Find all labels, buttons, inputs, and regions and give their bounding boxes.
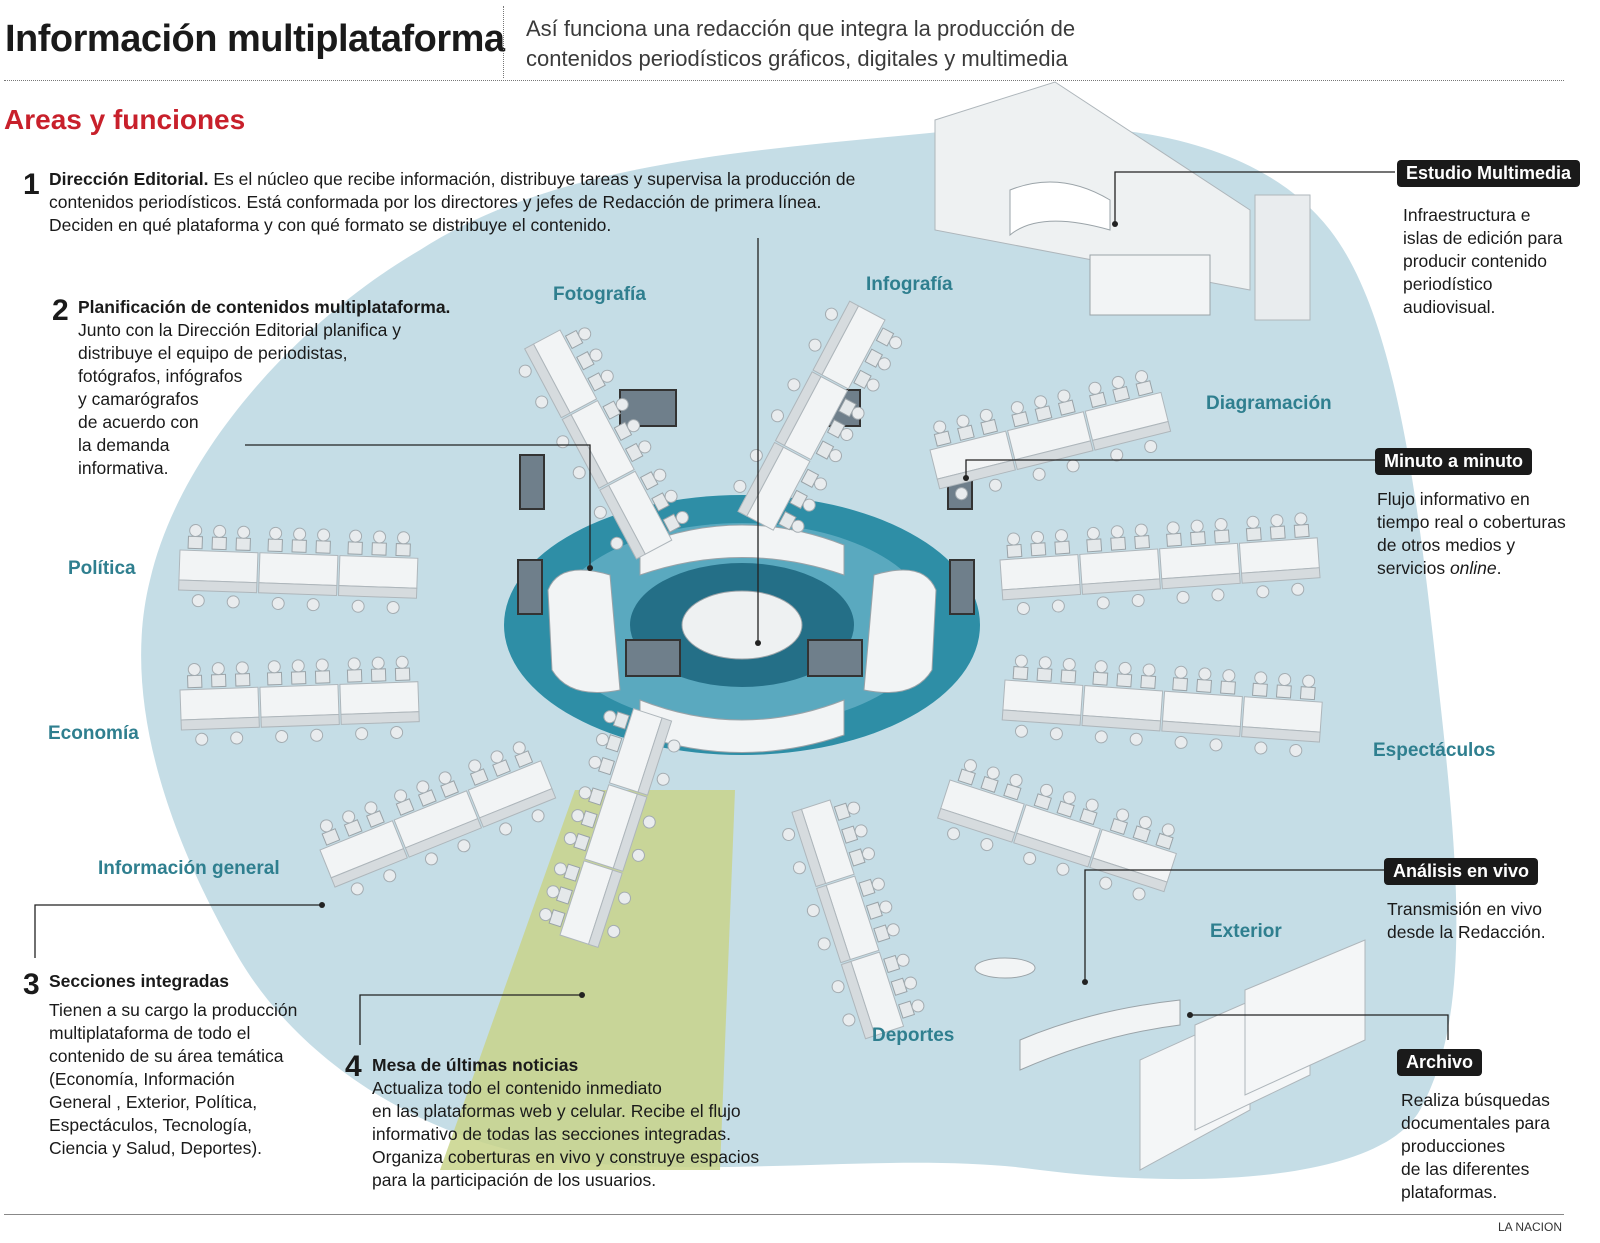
item-3-line: Ciencia y Salud, Deportes). bbox=[49, 1138, 263, 1158]
item-2-line: de acuerdo con bbox=[78, 412, 199, 432]
desc-line-suffix: . bbox=[1496, 558, 1502, 578]
footer-rule bbox=[4, 1214, 1564, 1215]
item-3-line: contenido de su área temática bbox=[49, 1046, 284, 1066]
area-label-fotografia: Fotografía bbox=[553, 284, 646, 305]
item-3-line: (Economía, Información bbox=[49, 1069, 235, 1089]
area-label-infografia: Infografía bbox=[866, 274, 953, 295]
item-2-line: distribuye el equipo de periodistas, bbox=[78, 343, 348, 363]
item-2-number: 2 bbox=[52, 294, 69, 327]
item-3-line: multiplataforma de todo el bbox=[49, 1023, 251, 1043]
item-2-line: informativa. bbox=[78, 458, 169, 478]
item-4-line: informativo de todas las secciones integ… bbox=[372, 1124, 731, 1144]
area-label-economia: Economía bbox=[48, 723, 139, 744]
desc-line: plataformas. bbox=[1401, 1182, 1498, 1202]
archive-shelves bbox=[1139, 939, 1366, 1171]
desc-line: producir contenido bbox=[1403, 251, 1547, 271]
desc-archivo: Realiza búsquedas documentales para prod… bbox=[1401, 1089, 1591, 1204]
desc-line-prefix: servicios bbox=[1377, 558, 1450, 578]
item-2-block: Planificación de contenidos multiplatafo… bbox=[78, 296, 498, 480]
item-3-heading: Secciones integradas bbox=[49, 971, 229, 991]
leader-3 bbox=[34, 904, 320, 958]
subtitle-line-2: contenidos periodísticos gráficos, digit… bbox=[526, 46, 1068, 71]
desc-line: Flujo informativo en bbox=[1377, 489, 1530, 509]
subtitle-line-1: Así funciona una redacción que integra l… bbox=[526, 16, 1076, 41]
header-rule bbox=[4, 80, 1564, 81]
desc-line: tiempo real o coberturas bbox=[1377, 512, 1566, 532]
item-3-number: 3 bbox=[23, 968, 40, 1001]
desc-estudio-multimedia: Infraestructura e islas de edición para … bbox=[1403, 204, 1593, 319]
area-label-diagramacion: Diagramación bbox=[1206, 393, 1332, 414]
item-2-line: Junto con la Dirección Editorial planifi… bbox=[78, 320, 401, 340]
item-4-line: Organiza coberturas en vivo y construye … bbox=[372, 1147, 760, 1167]
news-zone bbox=[440, 790, 735, 1170]
desc-line: de las diferentes bbox=[1401, 1159, 1530, 1179]
area-label-deportes: Deportes bbox=[872, 1025, 955, 1046]
page-subtitle: Así funciona una redacción que integra l… bbox=[526, 14, 1086, 74]
desc-line: Infraestructura e bbox=[1403, 205, 1531, 225]
desc-line: Transmisión en vivo bbox=[1387, 899, 1542, 919]
desc-line: periodístico bbox=[1403, 274, 1493, 294]
leader-4 bbox=[359, 994, 580, 1045]
leader-estudio bbox=[1114, 171, 1395, 222]
item-4-line: en las plataformas web y celular. Recibe… bbox=[372, 1101, 741, 1121]
item-4-line: Actualiza todo el contenido inmediato bbox=[372, 1078, 662, 1098]
desc-minuto-a-minuto: Flujo informativo en tiempo real o cober… bbox=[1377, 488, 1592, 580]
area-label-exterior: Exterior bbox=[1210, 921, 1282, 942]
leader-2 bbox=[245, 444, 591, 565]
area-label-espectaculos: Espectáculos bbox=[1373, 740, 1496, 761]
desc-analisis-en-vivo: Transmisión en vivo desde la Redacción. bbox=[1387, 898, 1587, 944]
item-2-line: y camarógrafos bbox=[78, 389, 199, 409]
leader-analisis bbox=[1084, 869, 1385, 980]
desc-line: audiovisual. bbox=[1403, 297, 1496, 317]
item-2-heading: Planificación de contenidos multiplatafo… bbox=[78, 297, 451, 317]
item-3-line: Tienen a su cargo la producción bbox=[49, 1000, 298, 1020]
credit: LA NACION bbox=[1497, 1220, 1562, 1234]
item-2-line: la demanda bbox=[78, 435, 170, 455]
section-heading: Areas y funciones bbox=[4, 104, 246, 135]
desc-line: de otros medios y bbox=[1377, 535, 1516, 555]
item-1-number: 1 bbox=[23, 168, 40, 201]
desc-line: documentales para bbox=[1401, 1113, 1550, 1133]
tag-estudio-multimedia: Estudio Multimedia bbox=[1397, 160, 1581, 187]
item-1-heading: Dirección Editorial. bbox=[49, 169, 209, 189]
item-1-text: Es el núcleo que recibe información, dis… bbox=[49, 169, 856, 235]
tag-minuto-a-minuto: Minuto a minuto bbox=[1375, 448, 1532, 475]
header-divider bbox=[503, 6, 504, 78]
item-3-block: Secciones integradas Tienen a su cargo l… bbox=[49, 970, 349, 1160]
item-3-line: General , Exterior, Política, bbox=[49, 1092, 258, 1112]
leader-minuto bbox=[965, 459, 1375, 476]
tag-analisis-en-vivo: Análisis en vivo bbox=[1384, 858, 1539, 885]
area-label-politica: Política bbox=[68, 558, 136, 579]
item-4-number: 4 bbox=[345, 1050, 362, 1083]
desc-line: servicios online. bbox=[1377, 557, 1592, 580]
desc-line: Realiza búsquedas bbox=[1401, 1090, 1550, 1110]
desc-line: islas de edición para bbox=[1403, 228, 1563, 248]
page-title: Información multiplataforma bbox=[5, 18, 505, 60]
item-4-block: Mesa de últimas noticias Actualiza todo … bbox=[372, 1054, 792, 1192]
desc-line: producciones bbox=[1401, 1136, 1506, 1156]
item-2-line: fotógrafos, infógrafos bbox=[78, 366, 243, 386]
item-3-line: Espectáculos, Tecnología, bbox=[49, 1115, 253, 1135]
desc-line: desde la Redacción. bbox=[1387, 922, 1546, 942]
desc-line-italic: online bbox=[1449, 558, 1497, 578]
area-label-informacion-general: Información general bbox=[98, 858, 280, 879]
item-4-heading: Mesa de últimas noticias bbox=[372, 1055, 579, 1075]
tag-archivo: Archivo bbox=[1397, 1049, 1483, 1076]
item-1-block: Dirección Editorial. Es el núcleo que re… bbox=[49, 168, 869, 237]
item-4-line: para la participación de los usuarios. bbox=[372, 1170, 657, 1190]
leader-archivo bbox=[1192, 1014, 1449, 1040]
